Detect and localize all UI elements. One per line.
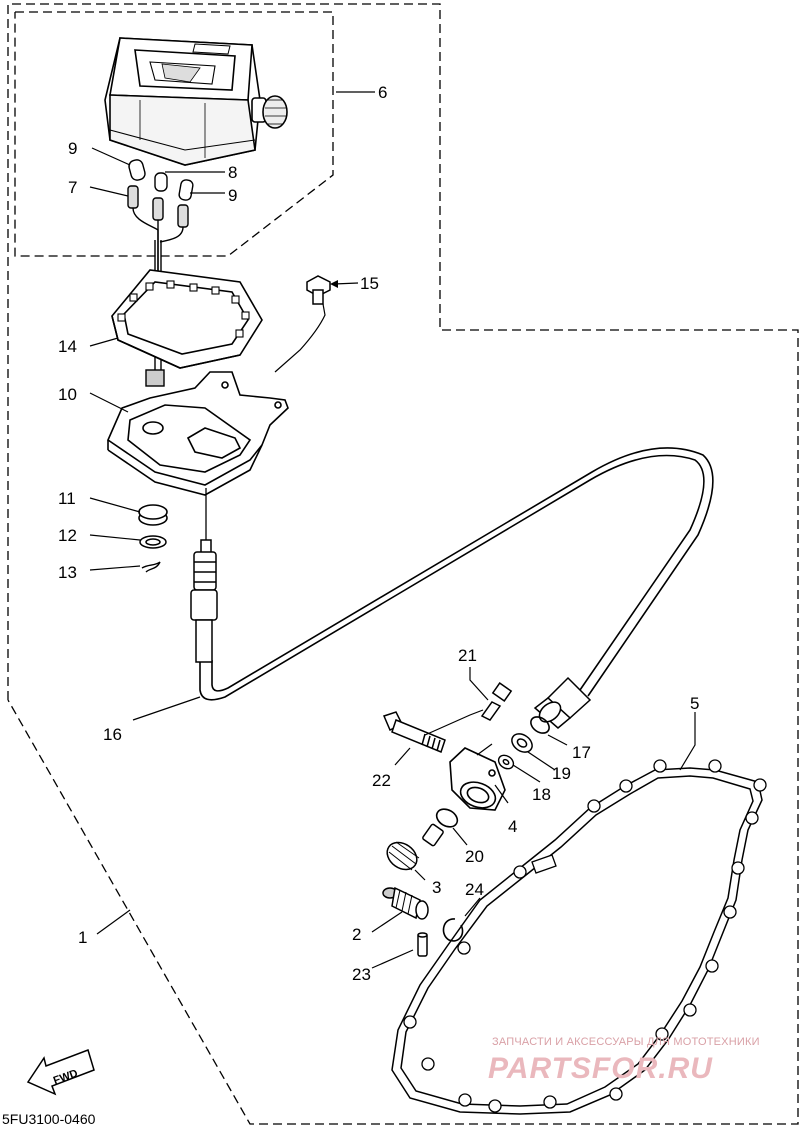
meter-cover-grommet <box>111 269 263 369</box>
driven-gear-3 <box>386 823 444 871</box>
drive-gear-housing <box>449 747 506 811</box>
watermark-brand: PARTSFOR.RU <box>488 1052 713 1085</box>
callout-2: 2 <box>352 925 361 944</box>
grommet-11 <box>138 504 168 526</box>
callout-21-leader <box>469 667 489 701</box>
callout-8: 8 <box>228 163 237 182</box>
callout-11: 11 <box>58 489 76 508</box>
bulb-sockets <box>127 159 194 300</box>
watermark: ЗАПЧАСТИ И АКСЕССУАРЫ ДЛЯ МОТОТЕХНИКИ PA… <box>488 1036 760 1085</box>
cable-lower-end <box>533 676 592 729</box>
drive-gear-2 <box>382 886 429 920</box>
washer-18 <box>497 754 515 770</box>
callout-20: 20 <box>465 847 484 866</box>
bolt-21 <box>480 682 513 721</box>
o-ring-20 <box>435 808 459 828</box>
watermark-tagline: ЗАПЧАСТИ И АКСЕССУАРЫ ДЛЯ МОТОТЕХНИКИ <box>492 1036 760 1048</box>
meter-assembly-boundary <box>14 11 334 257</box>
callout-17: 17 <box>572 743 591 762</box>
gasket-dowel-slot <box>531 854 557 874</box>
o-ring-17 <box>530 716 550 734</box>
washer-12 <box>139 535 167 549</box>
callout-16: 16 <box>103 725 122 744</box>
callout-leader-lines <box>89 91 696 969</box>
circlip-24 <box>442 918 464 942</box>
callout-21: 21 <box>458 646 477 665</box>
callout-7: 7 <box>68 178 77 197</box>
callout-4: 4 <box>508 817 517 836</box>
forward-arrow-icon: FWD <box>26 1049 95 1096</box>
meter-bracket <box>107 371 289 496</box>
leader-arrowheads <box>330 280 338 288</box>
callout-14: 14 <box>58 337 77 356</box>
bolt-22 <box>382 711 446 753</box>
callout-1: 1 <box>78 928 87 947</box>
callout-22: 22 <box>372 771 391 790</box>
callout-5: 5 <box>690 694 699 713</box>
callout-12: 12 <box>58 526 77 545</box>
callout-9-lower: 9 <box>228 186 237 205</box>
diagram-code: 5FU3100-0460 <box>2 1111 96 1127</box>
callout-9-upper: 9 <box>68 139 77 158</box>
callout-3: 3 <box>432 878 441 897</box>
bolt-15 <box>306 275 331 305</box>
callout-labels: 1 2 3 4 5 6 7 8 9 9 10 11 12 13 14 15 16… <box>58 83 699 984</box>
callout-24: 24 <box>465 880 484 899</box>
callout-18: 18 <box>532 785 551 804</box>
assembly-boundary-outline <box>7 3 799 1125</box>
callout-6: 6 <box>378 83 387 102</box>
clip-13 <box>141 561 161 573</box>
callout-15: 15 <box>360 274 379 293</box>
seal-19 <box>511 733 533 753</box>
speedometer-meter-assembly <box>104 37 288 166</box>
callout-19: 19 <box>552 764 571 783</box>
callout-13: 13 <box>58 563 77 582</box>
callout-23: 23 <box>352 965 371 984</box>
gasket-bolt-holes <box>403 759 767 1113</box>
speedometer-cable <box>199 447 714 701</box>
callout-10: 10 <box>58 385 77 404</box>
cable-upper-end <box>190 488 218 663</box>
pin-23 <box>417 932 428 957</box>
